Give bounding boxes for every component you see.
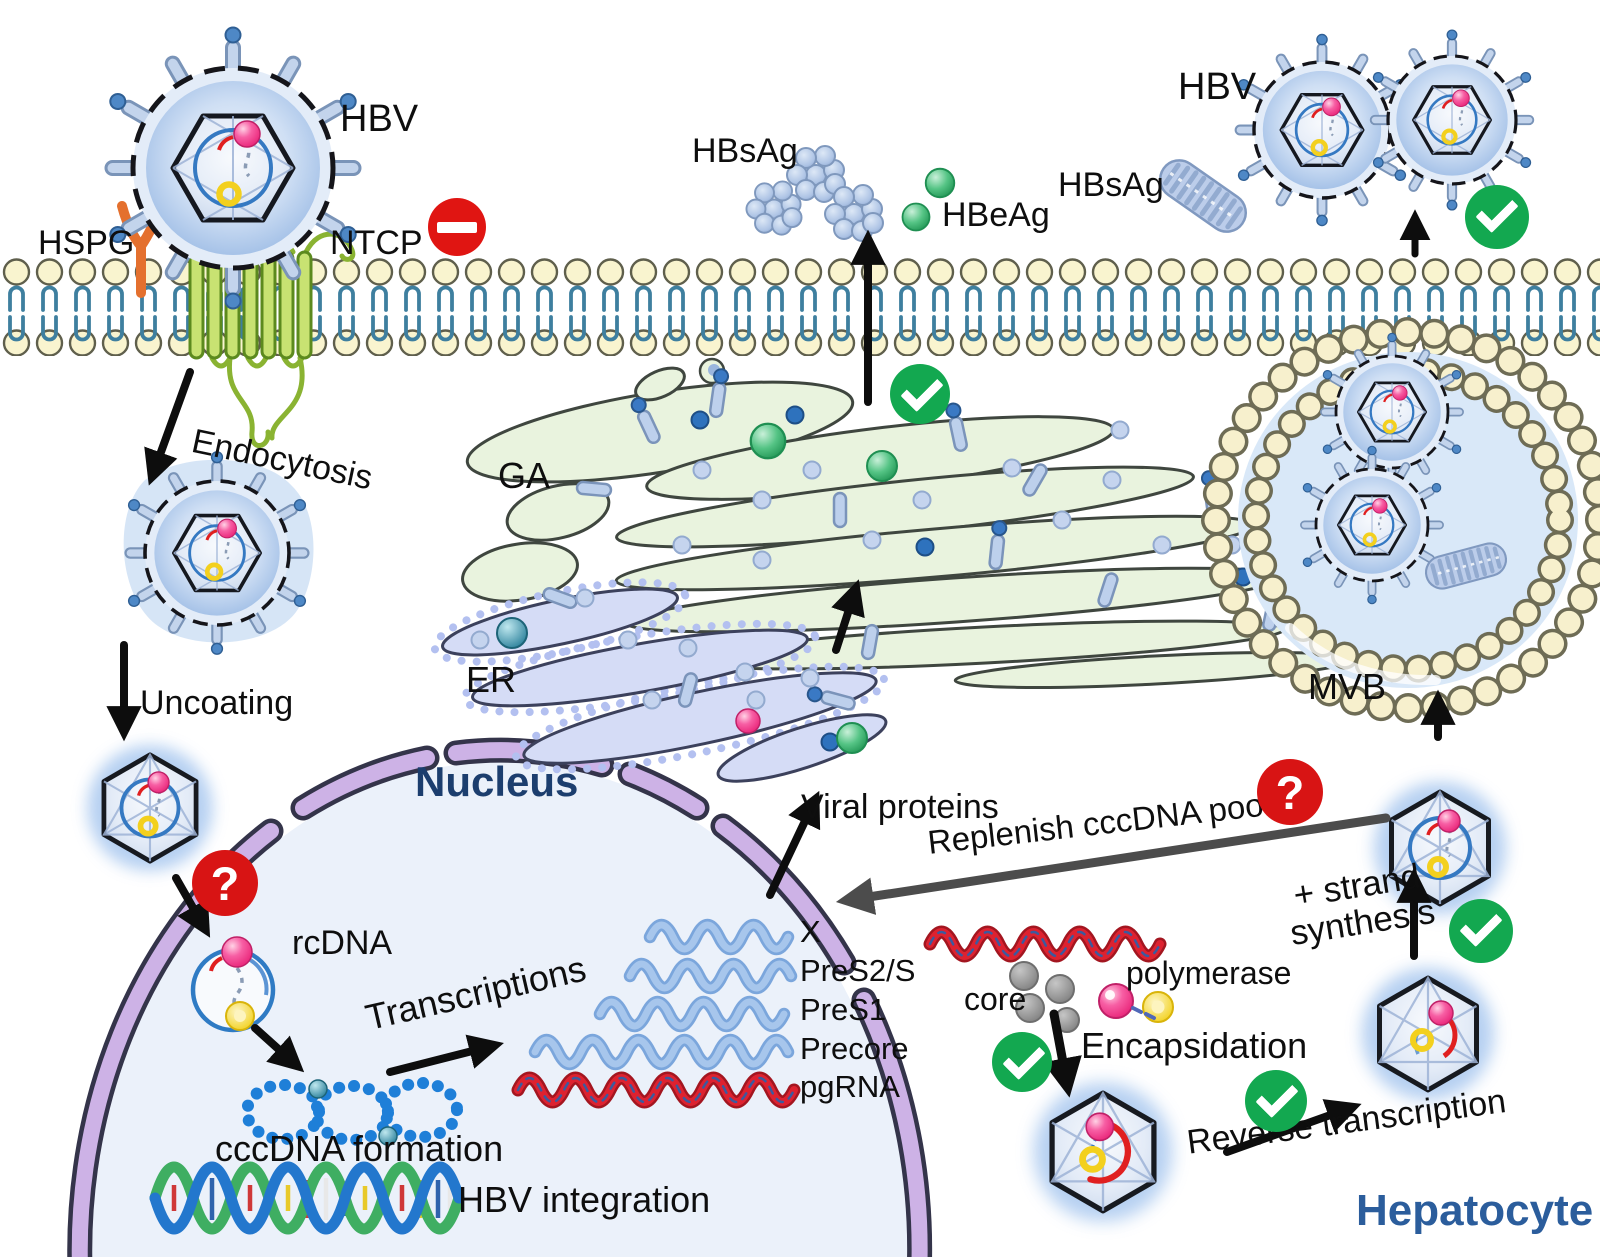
label-hbsag-secreted: HBsAg (692, 132, 798, 170)
label-ga: GA (498, 455, 551, 496)
hbv-integration-helix (149, 1161, 465, 1235)
label-viral-proteins: Viral proteins (801, 788, 999, 826)
hbv-transcripts (511, 918, 801, 1109)
cccdna-minichromosome (241, 1077, 463, 1146)
core-proteins (1009, 961, 1080, 1033)
question-icon: ? (192, 850, 258, 916)
endoplasmic-reticulum (430, 578, 889, 783)
label-er: ER (466, 659, 517, 700)
pgrna-cytoplasm (923, 925, 1167, 963)
label-transcript-pres2s: PreS2/S (800, 953, 916, 988)
check-icon (1245, 1070, 1307, 1132)
multivesicular-body (1201, 317, 1600, 723)
label-hbsag-filament: HBsAg (1058, 166, 1164, 204)
label-rcdna: rcDNA (292, 924, 393, 962)
capsid-reverse-transcribing (1362, 968, 1494, 1100)
rcdna-molecule (190, 936, 276, 1033)
capsid-pgrna (1034, 1083, 1173, 1222)
label-nucleus: Nucleus (415, 758, 579, 805)
label-hepatocyte: Hepatocyte (1356, 1186, 1594, 1235)
no-entry-icon (428, 198, 486, 256)
endosome (124, 452, 314, 654)
check-icon (1449, 899, 1513, 963)
check-icon (992, 1032, 1052, 1092)
label-transcript-pres1: PreS1 (800, 992, 887, 1027)
cccdna-protein (308, 1079, 328, 1099)
label-cccdna-formation: cccDNA formation (215, 1128, 504, 1169)
golgi-apparatus (461, 357, 1400, 689)
label-transcript-pgrna: pgRNA (800, 1069, 900, 1104)
label-mvb: MVB (1308, 666, 1387, 707)
label-core: core (964, 981, 1027, 1017)
process-arrows (106, 209, 1456, 1156)
cccdna-protein (378, 1126, 398, 1146)
label-transcript-precore: Precore (800, 1031, 909, 1066)
label-polymerase: polymerase (1126, 955, 1292, 991)
polymerase-molecule (1098, 983, 1174, 1023)
no-entry-bar (437, 221, 477, 233)
check-icon (890, 364, 950, 424)
label-uncoating: Uncoating (140, 684, 294, 722)
label-encapsidation: Encapsidation (1081, 1025, 1308, 1066)
check-icon (1465, 185, 1529, 249)
label-hspg: HSPG (38, 224, 135, 262)
label-hbv-integration: HBV integration (458, 1179, 711, 1220)
label-hbeag: HBeAg (942, 196, 1050, 234)
replenish-arrow (835, 813, 1391, 915)
question-icon: ? (1257, 759, 1323, 825)
capsid-at-nuclear-pore (87, 745, 212, 870)
label-ntcp: NTCP (330, 224, 423, 262)
hbv-virion-released (1236, 34, 1409, 225)
label-hbv-left: HBV (340, 98, 419, 140)
label-hbv-right: HBV (1178, 66, 1257, 108)
nucleus (92, 762, 908, 1257)
label-transcript-x: X (800, 914, 821, 949)
hbsag-filament-released (1153, 153, 1253, 239)
hbv-virion-released (1371, 30, 1534, 210)
